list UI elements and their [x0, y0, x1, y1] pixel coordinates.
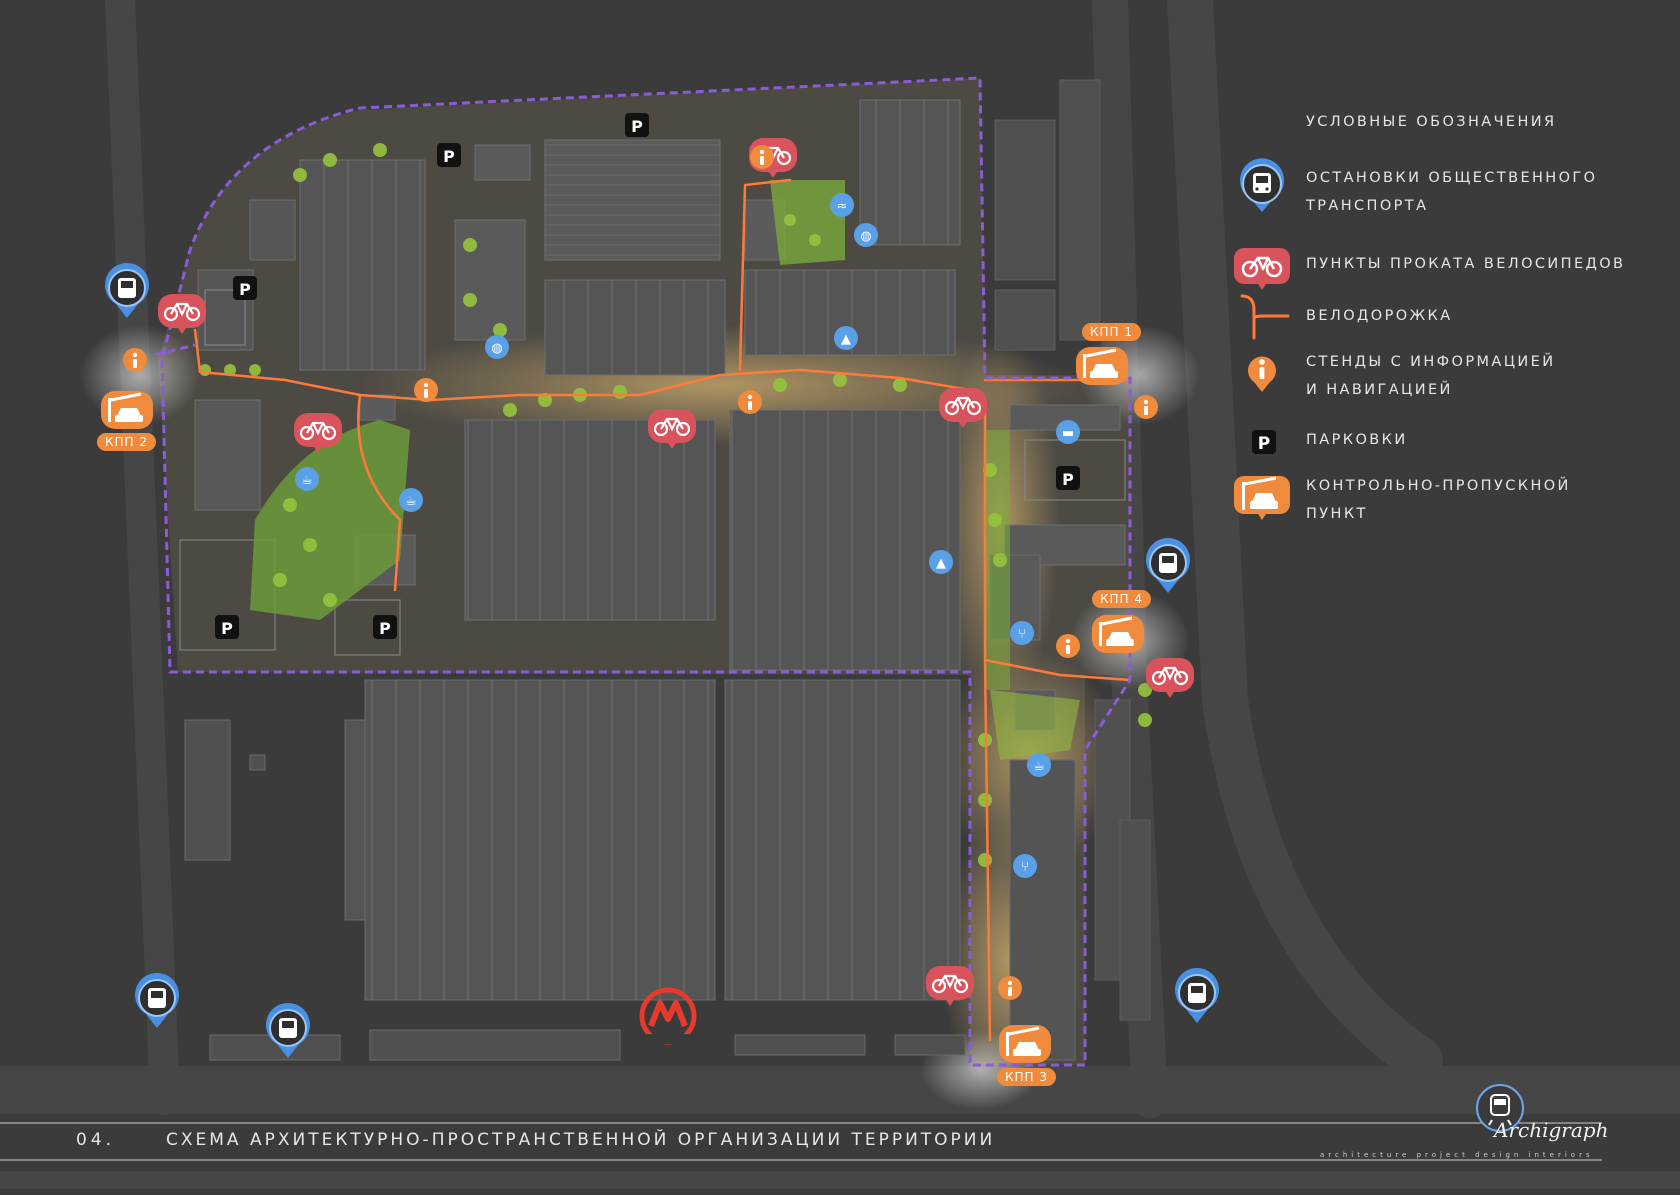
checkpoint-icon[interactable]	[101, 391, 153, 429]
sheet-title: СХЕМА АРХИТЕКТУРНО-ПРОСТРАНСТВЕННОЙ ОРГА…	[166, 1130, 996, 1150]
bus-stop-icon[interactable]	[105, 262, 149, 318]
legend-title: УСЛОВНЫЕ ОБОЗНАЧЕНИЯ	[1306, 114, 1557, 130]
svg-text:☕: ☕	[1033, 759, 1045, 774]
info-stand-icon[interactable]	[1056, 634, 1080, 658]
bike-rental-icon[interactable]	[648, 409, 696, 449]
education-icon[interactable]: ▲	[929, 550, 953, 574]
legend-label-parking: ПАРКОВКИ	[1306, 432, 1408, 448]
svg-text:⑂: ⑂	[1018, 627, 1026, 642]
svg-text:☕: ☕	[301, 473, 313, 488]
info-stand-icon	[1248, 356, 1276, 392]
legend-item-bike-rental: ПУНКТЫ ПРОКАТА ВЕЛОСИПЕДОВ	[1232, 236, 1672, 296]
svg-text:P: P	[1062, 470, 1074, 489]
checkpoint-icon[interactable]	[1092, 615, 1144, 653]
bus-stop-icon[interactable]	[1146, 537, 1190, 593]
sheet-number: 04.	[76, 1130, 116, 1150]
bike-rental-icon	[1234, 248, 1290, 290]
checkpoint-label-4: КПП 4	[1092, 590, 1152, 608]
education-icon[interactable]: ▲	[834, 326, 858, 350]
info-stand-icon[interactable]	[750, 145, 774, 169]
svg-text:⑂: ⑂	[1021, 860, 1029, 875]
svg-text:☕: ☕	[405, 494, 417, 509]
cafe-icon[interactable]: ☕	[399, 488, 423, 512]
restaurant-icon[interactable]: ⑂	[1010, 621, 1034, 645]
legend-label-bike-path: ВЕЛОДОРОЖКА	[1306, 308, 1453, 324]
logo-tagline: architecture project design interiors	[1320, 1151, 1594, 1159]
svg-text:▲: ▲	[841, 332, 851, 347]
checkpoint-label-3: КПП 3	[997, 1068, 1057, 1086]
info-stand-icon[interactable]	[414, 378, 438, 402]
restaurant-icon[interactable]: ⑂	[1013, 854, 1037, 878]
buildings-south	[184, 679, 1076, 1061]
parking-icon[interactable]: P	[373, 615, 397, 639]
pool-icon[interactable]: ≈	[830, 193, 854, 217]
info-stand-icon[interactable]	[123, 348, 147, 372]
logo-wordmark: Archigraph	[1494, 1118, 1609, 1142]
svg-text:◍: ◍	[491, 341, 502, 356]
svg-text:≈: ≈	[837, 199, 848, 214]
bus-stop-icon[interactable]	[135, 972, 179, 1028]
bike-rental-icon[interactable]	[939, 388, 987, 428]
svg-text:P: P	[1258, 434, 1270, 454]
legend-label-bus-stops: ОСТАНОВКИ ОБЩЕСТВЕННОГО	[1306, 170, 1598, 186]
parking-icon: P	[1252, 430, 1276, 454]
svg-text:P: P	[379, 619, 391, 638]
parking-icon[interactable]: P	[1056, 466, 1080, 490]
train-logo-icon	[1476, 1084, 1524, 1132]
metro-icon	[639, 987, 697, 1045]
checkpoint-icon	[1234, 476, 1290, 520]
legend-label-info-stands: СТЕНДЫ С ИНФОРМАЦИЕЙ	[1306, 354, 1556, 370]
legend-item-bus-stops: ОСТАНОВКИ ОБЩЕСТВЕННОГО ТРАНСПОРТА	[1232, 156, 1672, 216]
parking-icon[interactable]: P	[233, 276, 257, 300]
hotel-icon[interactable]: ▬	[1056, 420, 1080, 444]
svg-text:P: P	[443, 147, 455, 166]
info-stand-icon[interactable]	[738, 390, 762, 414]
greenery	[199, 143, 1152, 867]
legend-label-bike-rental: ПУНКТЫ ПРОКАТА ВЕЛОСИПЕДОВ	[1306, 256, 1626, 272]
svg-text:P: P	[221, 619, 233, 638]
legend-label-checkpoint: КОНТРОЛЬНО-ПРОПУСКНОЙ	[1306, 478, 1571, 494]
checkpoint-icon[interactable]	[999, 1025, 1051, 1063]
legend-item-parking: P ПАРКОВКИ	[1232, 412, 1672, 472]
checkpoint-label-1: КПП 1	[1082, 323, 1142, 341]
info-stand-icon[interactable]	[998, 976, 1022, 1000]
bus-stop-icon	[1240, 158, 1284, 212]
legend-label-bus-stops-2: ТРАНСПОРТА	[1306, 198, 1429, 214]
basketball-icon[interactable]: ◍	[854, 223, 878, 247]
parking-icon[interactable]: P	[437, 143, 461, 167]
svg-text:▬: ▬	[1062, 426, 1074, 441]
site-boundary	[154, 76, 1132, 1067]
legend-label-checkpoint-2: ПУНКТ	[1306, 506, 1368, 522]
parking-icon[interactable]: P	[215, 615, 239, 639]
bus-stop-icon[interactable]	[266, 1002, 310, 1058]
cafe-icon[interactable]: ☕	[1027, 753, 1051, 777]
checkpoint-icon[interactable]	[1076, 347, 1128, 385]
svg-text:P: P	[239, 280, 251, 299]
bike-rental-icon[interactable]	[158, 294, 206, 334]
cafe-icon[interactable]: ☕	[295, 467, 319, 491]
legend-item-bike-path: ВЕЛОДОРОЖКА	[1232, 288, 1672, 348]
checkpoint-label-2: КПП 2	[97, 433, 157, 451]
svg-text:◍: ◍	[860, 229, 871, 244]
bike-rental-icon[interactable]	[1146, 658, 1194, 698]
svg-text:P: P	[631, 117, 643, 136]
info-stand-icon[interactable]	[1134, 395, 1158, 419]
bike-rental-icon[interactable]	[294, 413, 342, 453]
map-markers: P P P P P P ◍ ◍ ≈ ▲ ▲ ☕ ☕ ☕ ⑂ ⑂ ▬	[101, 113, 1219, 1063]
bike-rental-icon[interactable]	[926, 966, 974, 1006]
svg-text:▲: ▲	[936, 556, 946, 571]
bike-path-icon	[1240, 294, 1290, 340]
legend-label-info-stands-2: И НАВИГАЦИЕЙ	[1306, 382, 1453, 398]
bus-stop-icon[interactable]	[1175, 967, 1219, 1023]
legend-item-info-stands: СТЕНДЫ С ИНФОРМАЦИЕЙ И НАВИГАЦИЕЙ	[1232, 340, 1672, 400]
buildings-east	[994, 79, 1151, 1021]
legend-item-checkpoint: КОНТРОЛЬНО-ПРОПУСКНОЙ ПУНКТ	[1232, 464, 1672, 524]
basketball-icon[interactable]: ◍	[485, 335, 509, 359]
parking-icon[interactable]: P	[625, 113, 649, 137]
